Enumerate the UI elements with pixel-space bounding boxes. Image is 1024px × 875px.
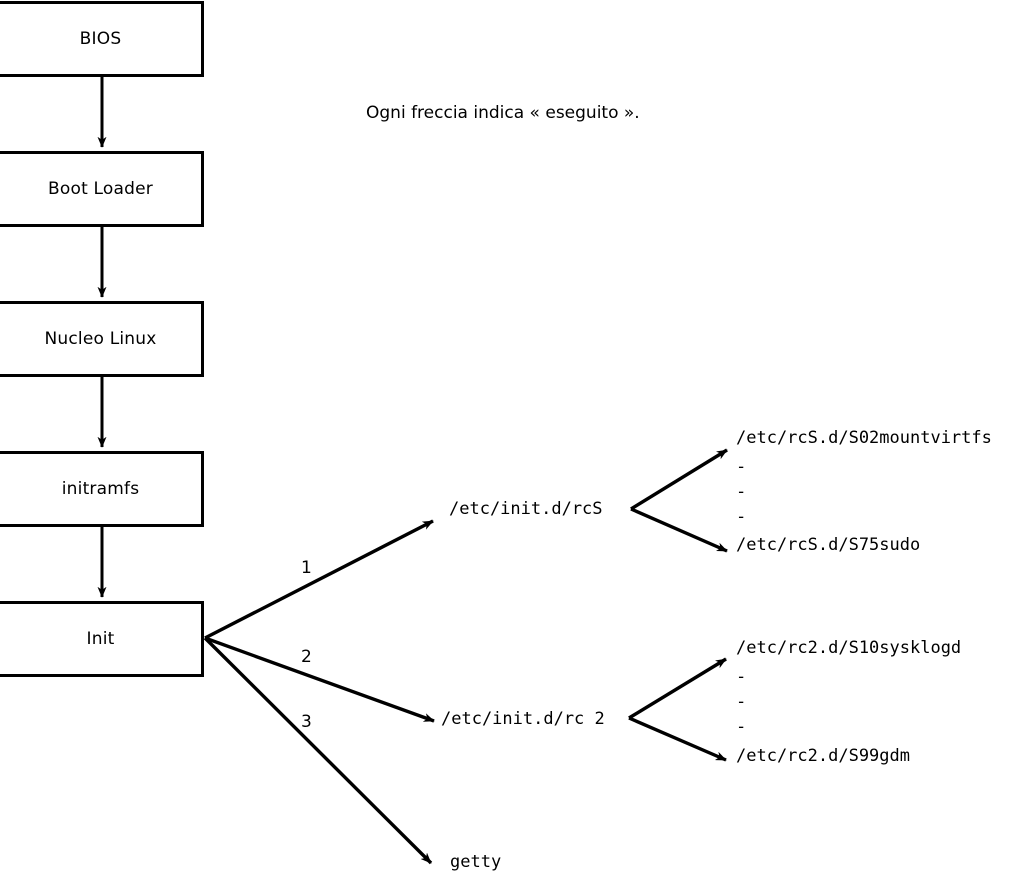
- rcS-ellipsis-dot-1: -: [736, 457, 747, 477]
- arrow-init-to-getty: [203, 636, 433, 865]
- label-rcS-first-script[interactable]: /etc/rcS.d/S02mountvirtfs: [736, 428, 992, 448]
- node-init[interactable]: Init: [0, 601, 204, 677]
- arrow-rc2-to-first: [628, 657, 727, 720]
- node-nucleo-linux-label: Nucleo Linux: [44, 329, 157, 349]
- label-rcS-last-script[interactable]: /etc/rcS.d/S75sudo: [736, 535, 921, 555]
- node-bios-label: BIOS: [79, 29, 122, 49]
- arrow-rcS-to-last: [630, 507, 728, 553]
- rcS-ellipsis-dot-2: -: [736, 482, 747, 502]
- node-boot-loader[interactable]: Boot Loader: [0, 151, 204, 227]
- node-initramfs[interactable]: initramfs: [0, 451, 204, 527]
- label-init-d-rcS[interactable]: /etc/init.d/rcS: [449, 499, 603, 519]
- node-nucleo-linux[interactable]: Nucleo Linux: [0, 301, 204, 377]
- node-bios[interactable]: BIOS: [0, 1, 204, 77]
- node-boot-loader-label: Boot Loader: [48, 179, 153, 199]
- edge-number-2: 2: [301, 647, 312, 667]
- edge-number-3: 3: [301, 712, 312, 732]
- rcS-ellipsis-dot-3: -: [736, 507, 747, 527]
- label-init-d-rc2[interactable]: /etc/init.d/rc 2: [441, 709, 605, 729]
- edge-number-1: 1: [301, 558, 312, 578]
- arrow-rcS-to-first: [630, 448, 728, 511]
- label-rc2-first-script[interactable]: /etc/rc2.d/S10sysklogd: [736, 638, 962, 658]
- rcS-branch-arrows: [630, 448, 728, 553]
- init-fanout-arrows: [203, 519, 435, 865]
- rc2-ellipsis-dot-2: -: [736, 692, 747, 712]
- legend-note: Ogni freccia indica « eseguito ».: [366, 103, 640, 123]
- node-initramfs-label: initramfs: [61, 479, 140, 499]
- arrow-init-to-rcS: [204, 519, 434, 640]
- arrow-init-to-rc2: [204, 636, 435, 723]
- rc2-ellipsis-dot-3: -: [736, 717, 747, 737]
- rc2-ellipsis-dot-1: -: [736, 667, 747, 687]
- label-getty[interactable]: getty: [450, 852, 502, 872]
- node-init-label: Init: [86, 629, 115, 649]
- arrow-rc2-to-last: [628, 716, 727, 762]
- rc2-branch-arrows: [628, 657, 727, 762]
- label-rc2-last-script[interactable]: /etc/rc2.d/S99gdm: [736, 746, 910, 766]
